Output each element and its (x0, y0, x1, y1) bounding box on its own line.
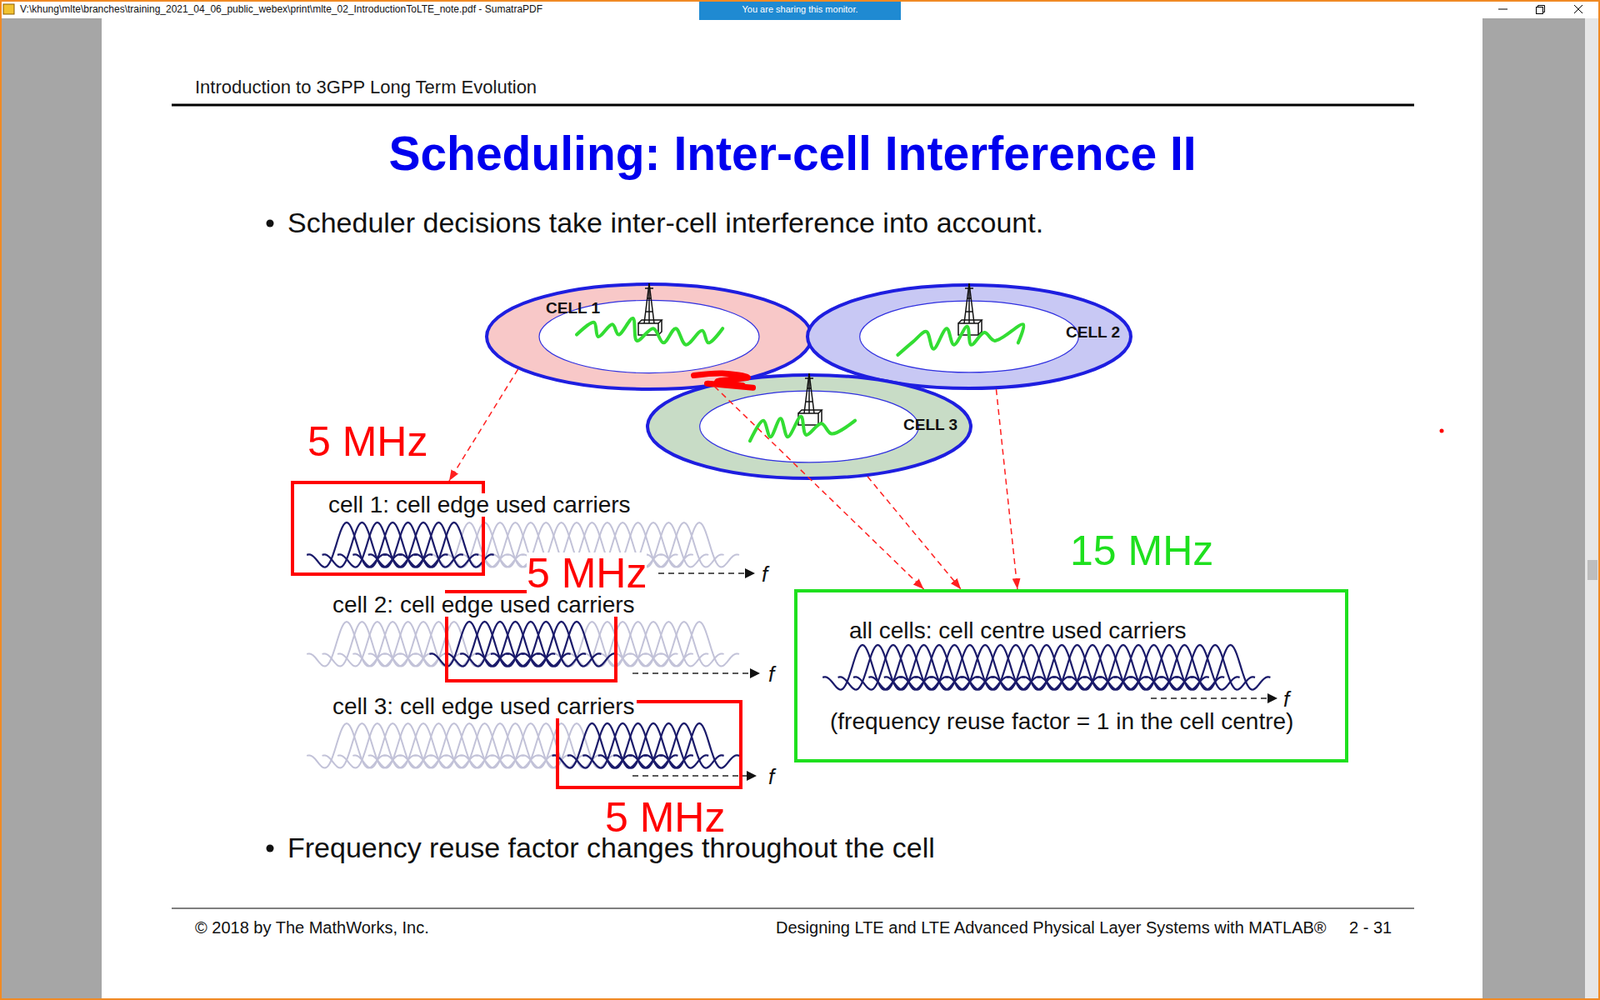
slide-title: Scheduling: Inter-cell Interference II (388, 130, 1196, 178)
axis-arrowhead (746, 770, 757, 781)
spectrum-label: cell 1: cell edge used carriers (326, 493, 633, 517)
axis-arrowhead (750, 668, 760, 679)
cell-coverage: CELL 1 (485, 282, 814, 391)
axis-label: f (761, 563, 768, 585)
scrollbar-thumb (1587, 560, 1598, 580)
footer-text: Designing LTE and LTE Advanced Physical … (775, 919, 1327, 936)
frequency-axis (632, 775, 749, 776)
idle-subcarrier (659, 621, 740, 667)
box-text: all cells: cell centre used carriers (849, 619, 1187, 643)
frequency-axes (632, 568, 1278, 781)
interference-arrow (995, 389, 1017, 590)
cell-label: CELL 2 (1065, 324, 1120, 340)
axis-label: f (768, 663, 775, 685)
used-subcarrier (1190, 645, 1271, 690)
used-subcarrier (659, 723, 740, 769)
frequency-axis (658, 572, 747, 574)
cell-label: CELL 1 (545, 300, 600, 316)
footer-text: © 2018 by The MathWorks, Inc. (195, 919, 430, 936)
cell-centre-area (860, 300, 1080, 373)
close-icon (1574, 5, 1583, 14)
bullet-dot (266, 220, 275, 228)
interference-arrow (449, 369, 519, 481)
frequency-axis (632, 672, 752, 674)
slide-header: Introduction to 3GPP Long Term Evolution (195, 78, 537, 97)
bandwidth-box: 15 MHzall cells: cell centre used carrie… (794, 589, 1349, 763)
cell-coverage: CELL 3 (645, 373, 973, 480)
bandwidth-label: 5 MHz (605, 796, 725, 839)
pen-scribble (897, 324, 1024, 355)
used-subcarrier (536, 621, 617, 667)
pen-scribble (694, 373, 754, 388)
bandwidth-label: 5 MHz (307, 420, 428, 463)
pen-scribble (576, 318, 723, 345)
frequency-axis (1150, 697, 1270, 699)
footer-rule (171, 908, 1415, 910)
base-station-tower (958, 283, 982, 335)
box-text: (frequency reuse factor = 1 in the cell … (830, 710, 1294, 734)
bandwidth-label: 15 MHz (1070, 530, 1214, 572)
cell-label: CELL 3 (903, 416, 958, 433)
axis-label: f (1283, 688, 1290, 710)
cell-centre-area (700, 390, 920, 463)
bullet-text: Frequency reuse factor changes throughou… (287, 833, 935, 862)
minimize-icon (1498, 9, 1508, 10)
cell-coverage: CELL 2 (805, 283, 1133, 390)
axis-arrowhead (1267, 693, 1278, 704)
cell-edge-ring (486, 284, 812, 390)
pen-scribble (750, 416, 855, 441)
bandwidth-label: 5 MHz (526, 552, 647, 595)
cell-centre-area (539, 300, 760, 373)
app-icon (3, 4, 15, 15)
bullet-dot (266, 845, 275, 853)
spectrum-label: cell 3: cell edge used carriers (330, 695, 637, 719)
page-number: 2 - 31 (1349, 919, 1392, 936)
cell-shape (485, 282, 814, 391)
axis-arrowhead (745, 568, 755, 579)
interference-arrow (867, 476, 961, 590)
scrollbar-track (1585, 18, 1600, 1000)
restore-icon (1536, 5, 1545, 15)
bullet-text: Scheduler decisions take inter-cell inte… (287, 208, 1044, 237)
pointer-dot (1440, 429, 1445, 434)
sharing-tab (699, 0, 901, 20)
spectrum-label: cell 2: cell edge used carriers (330, 593, 637, 617)
idle-subcarrier (659, 522, 740, 568)
header-rule (171, 104, 1415, 107)
sharing-notice: You are sharing this monitor. (741, 5, 858, 15)
window-title: V:\khung\mlte\branches\training_2021_04_… (20, 4, 543, 15)
base-station-tower (638, 283, 662, 335)
axis-label: f (768, 765, 775, 788)
